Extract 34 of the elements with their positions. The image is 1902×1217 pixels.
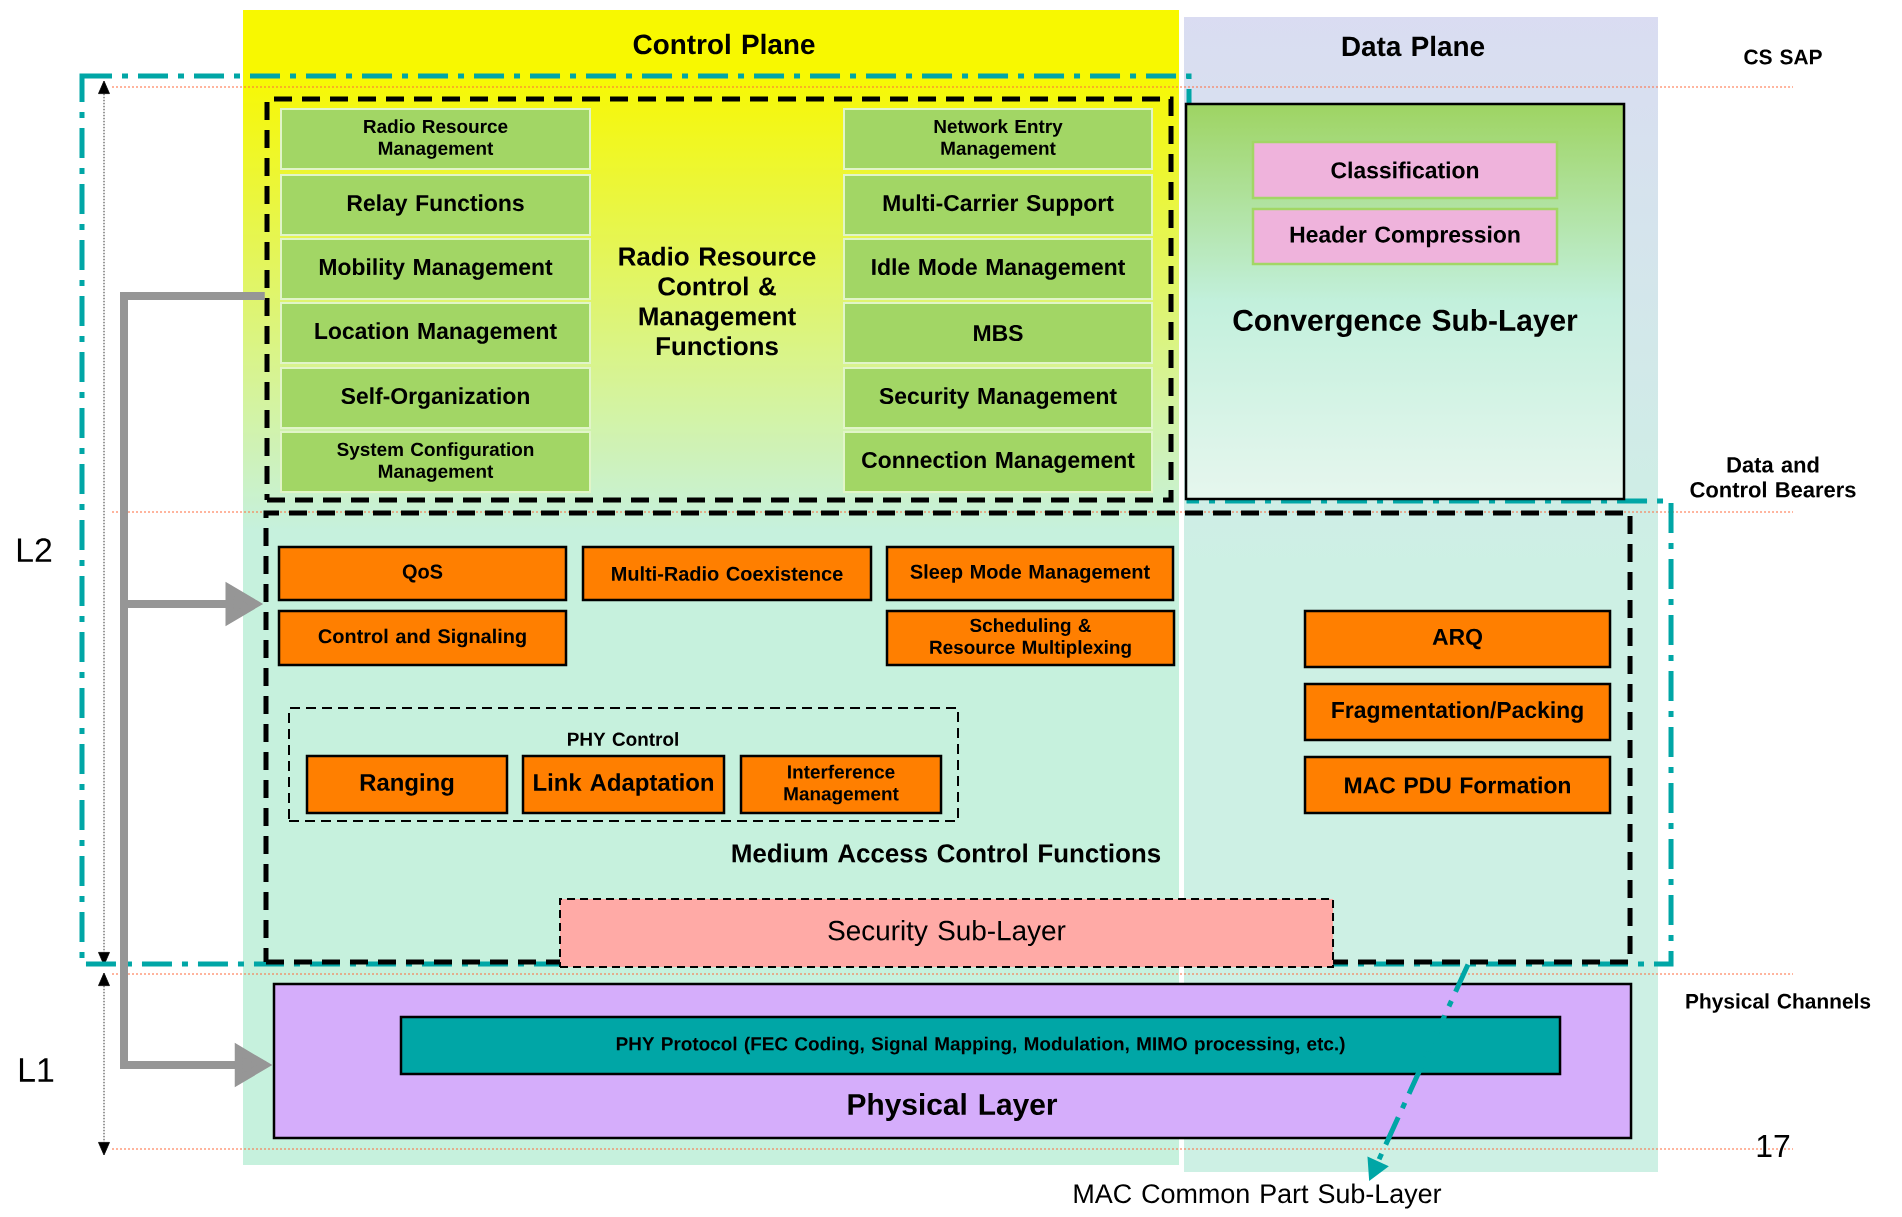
function-box: Classification: [1251, 140, 1559, 200]
function-box: Sleep Mode Management: [885, 545, 1175, 602]
function-box: Scheduling & Resource Multiplexing: [885, 609, 1176, 667]
function-box: Fragmentation/Packing: [1303, 682, 1612, 742]
function-box: Location Management: [280, 302, 591, 364]
sublayer-box: Security Sub-Layer: [559, 898, 1334, 968]
side-label: CS SAP: [1744, 49, 1822, 65]
function-box: Ranging: [305, 754, 509, 815]
function-box: Multi-Radio Coexistence: [581, 545, 873, 602]
layer-label: L1: [19, 1058, 54, 1082]
function-box: Mobility Management: [280, 238, 591, 300]
function-box: Connection Management: [843, 431, 1153, 493]
page-number: 17: [1757, 1135, 1790, 1157]
function-box: Relay Functions: [280, 174, 591, 236]
function-box: Self-Organization: [280, 367, 591, 429]
side-label: Physical Channels: [1686, 993, 1871, 1013]
function-box: QoS: [277, 545, 568, 602]
function-box: Multi-Carrier Support: [843, 174, 1153, 236]
function-box: Header Compression: [1251, 207, 1559, 266]
function-box: Link Adaptation: [521, 754, 726, 815]
annotation-text: MAC Common Part Sub-Layer: [1074, 1183, 1442, 1209]
function-box: Network Entry Management: [843, 108, 1153, 170]
function-box: System Configuration Management: [280, 431, 591, 493]
function-box: Control and Signaling: [277, 609, 568, 667]
function-box: Radio Resource Management: [280, 108, 591, 170]
layer-label: L2: [17, 538, 52, 562]
function-box: ARQ: [1303, 609, 1612, 669]
function-box: Idle Mode Management: [843, 238, 1153, 300]
function-box: MBS: [843, 302, 1153, 364]
side-label: Data and Control Bearers: [1690, 456, 1856, 498]
protocol-bar: PHY Protocol (FEC Coding, Signal Mapping, Modulation, MIMO processing, etc.): [399, 1015, 1562, 1076]
function-box: Interference Management: [739, 754, 943, 815]
function-box: MAC PDU Formation: [1303, 755, 1612, 815]
function-box: Security Management: [843, 367, 1153, 429]
